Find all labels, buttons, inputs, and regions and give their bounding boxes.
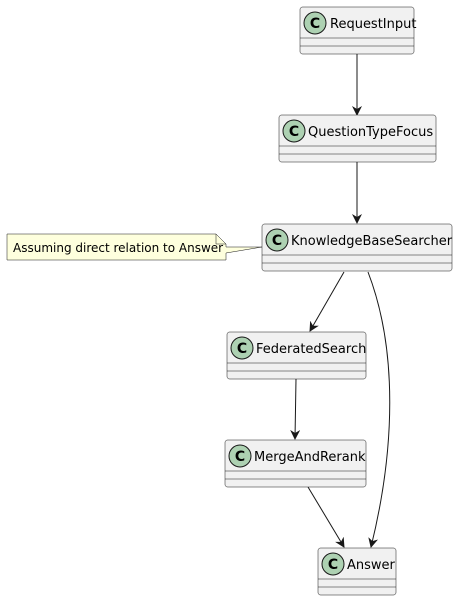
class-name: MergeAndRerank bbox=[254, 450, 366, 465]
class-requestinput: C RequestInput bbox=[299, 6, 416, 55]
svg-text:C: C bbox=[272, 233, 282, 249]
class-badge-icon: C bbox=[230, 336, 254, 360]
class-name: KnowledgeBaseSearcher bbox=[291, 234, 453, 249]
edge-mergeandrerank-to-answer bbox=[307, 486, 345, 548]
class-badge-icon: C bbox=[228, 444, 252, 468]
svg-text:C: C bbox=[328, 557, 338, 573]
edge-knowledgebasesearcher-to-federatedsearch bbox=[309, 271, 345, 332]
class-name: FederatedSearch bbox=[256, 342, 366, 357]
class-badge-icon: C bbox=[321, 552, 345, 576]
svg-text:C: C bbox=[310, 16, 320, 32]
svg-text:C: C bbox=[237, 341, 247, 357]
class-federatedsearch: C FederatedSearch bbox=[226, 331, 366, 380]
class-badge-icon: C bbox=[303, 11, 327, 35]
edges bbox=[290, 54, 391, 548]
class-mergeandrerank: C MergeAndRerank bbox=[224, 439, 367, 488]
class-name: QuestionTypeFocus bbox=[308, 125, 433, 140]
edge-knowledgebasesearcher-to-answer bbox=[367, 271, 391, 548]
class-name: RequestInput bbox=[330, 17, 416, 32]
note-text: Assuming direct relation to Answer bbox=[13, 241, 223, 255]
class-badge-icon: C bbox=[265, 228, 289, 252]
class-questiontypefocus: C QuestionTypeFocus bbox=[278, 114, 437, 163]
svg-text:C: C bbox=[289, 124, 299, 140]
svg-text:C: C bbox=[235, 449, 245, 465]
class-badge-icon: C bbox=[282, 119, 306, 143]
class-name: Answer bbox=[347, 558, 396, 573]
note-direct-relation: Assuming direct relation to Answer bbox=[6, 233, 263, 261]
class-answer: C Answer bbox=[317, 547, 397, 596]
edge-federatedsearch-to-mergeandrerank bbox=[290, 378, 301, 440]
class-knowledgebasesearcher: C KnowledgeBaseSearcher bbox=[261, 223, 453, 272]
